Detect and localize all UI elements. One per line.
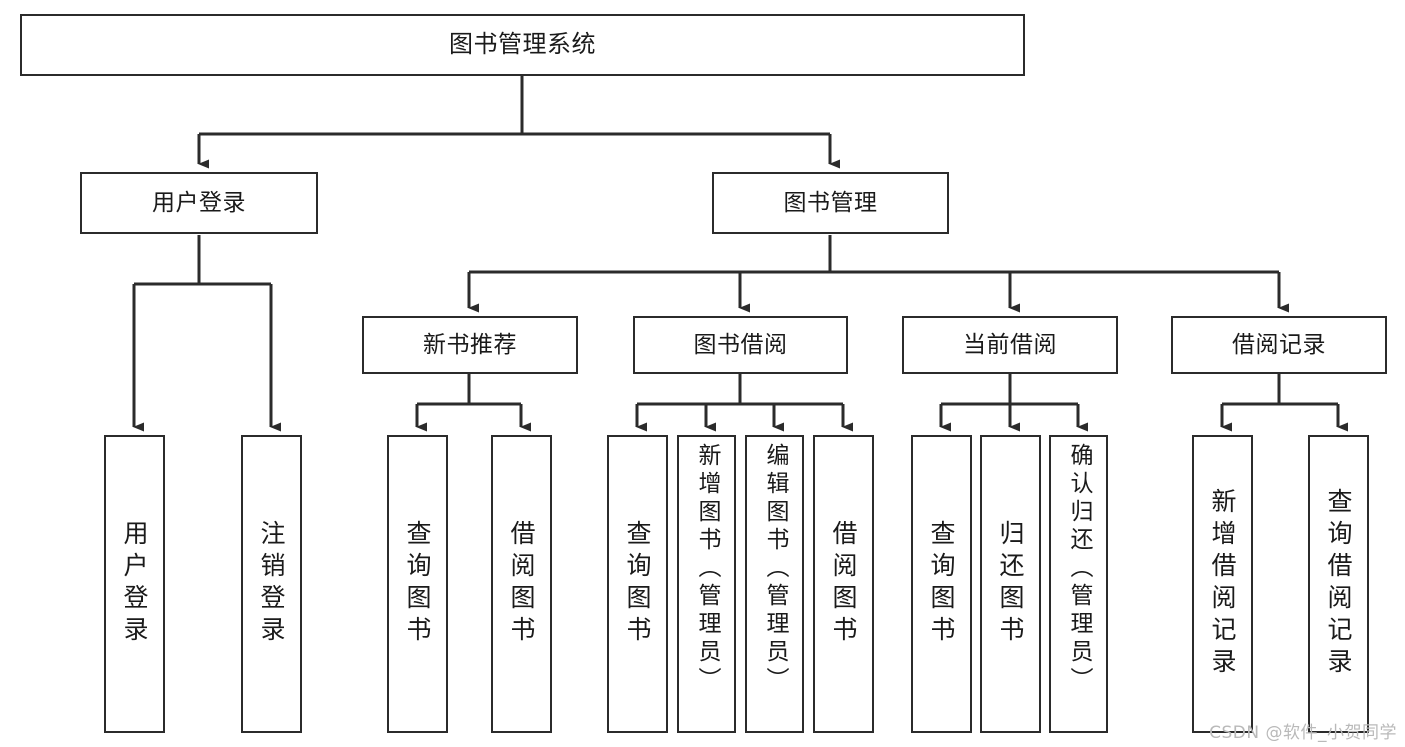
leaf-query-book-newbook-label: 查询图书 — [403, 520, 432, 648]
node-borrow-record-label: 借阅记录 — [1232, 331, 1326, 358]
node-book-manage[interactable]: 图书管理 — [712, 172, 949, 234]
leaf-confirm-return-admin-label: 确认归还（管理员） — [1066, 443, 1092, 695]
leaf-query-book-current-label: 查询图书 — [927, 520, 956, 648]
node-book-manage-label: 图书管理 — [783, 189, 878, 216]
leaf-query-borrow-record-label: 查询借阅记录 — [1324, 488, 1353, 680]
node-book-borrow-label: 图书借阅 — [693, 331, 788, 358]
csdn-watermark: CSDN @软件_小贺同学 — [1209, 723, 1397, 743]
leaf-return-book[interactable]: 归还图书 — [980, 435, 1041, 733]
node-current-borrow-label: 当前借阅 — [963, 331, 1057, 358]
leaf-query-book-newbook[interactable]: 查询图书 — [387, 435, 448, 733]
leaf-query-book-current[interactable]: 查询图书 — [911, 435, 972, 733]
node-user-login[interactable]: 用户登录 — [80, 172, 318, 234]
node-book-borrow[interactable]: 图书借阅 — [633, 316, 848, 374]
node-root-system[interactable]: 图书管理系统 — [20, 14, 1025, 76]
leaf-borrow-book-newbook[interactable]: 借阅图书 — [491, 435, 552, 733]
node-current-borrow[interactable]: 当前借阅 — [902, 316, 1118, 374]
leaf-user-login-label: 用户登录 — [120, 520, 149, 648]
leaf-user-login[interactable]: 用户登录 — [104, 435, 165, 733]
leaf-borrow-book-borrow[interactable]: 借阅图书 — [813, 435, 874, 733]
node-root-system-label: 图书管理系统 — [449, 30, 596, 59]
leaf-borrow-book-borrow-label: 借阅图书 — [829, 520, 858, 648]
node-new-book-recommend-label: 新书推荐 — [423, 331, 517, 358]
node-borrow-record[interactable]: 借阅记录 — [1171, 316, 1387, 374]
leaf-return-book-label: 归还图书 — [996, 520, 1025, 648]
leaf-add-book-admin-label: 新增图书（管理员） — [694, 443, 720, 695]
node-new-book-recommend[interactable]: 新书推荐 — [362, 316, 578, 374]
leaf-add-book-admin[interactable]: 新增图书（管理员） — [677, 435, 736, 733]
leaf-borrow-book-newbook-label: 借阅图书 — [507, 520, 536, 648]
leaf-confirm-return-admin[interactable]: 确认归还（管理员） — [1049, 435, 1108, 733]
leaf-query-book-borrow-label: 查询图书 — [623, 520, 652, 648]
node-user-login-label: 用户登录 — [152, 189, 246, 216]
leaf-add-borrow-record[interactable]: 新增借阅记录 — [1192, 435, 1253, 733]
leaf-edit-book-admin[interactable]: 编辑图书（管理员） — [745, 435, 804, 733]
leaf-logout-label: 注销登录 — [257, 520, 286, 648]
leaf-edit-book-admin-label: 编辑图书（管理员） — [762, 443, 788, 695]
leaf-add-borrow-record-label: 新增借阅记录 — [1208, 488, 1237, 680]
leaf-query-borrow-record[interactable]: 查询借阅记录 — [1308, 435, 1369, 733]
leaf-query-book-borrow[interactable]: 查询图书 — [607, 435, 668, 733]
leaf-logout[interactable]: 注销登录 — [241, 435, 302, 733]
